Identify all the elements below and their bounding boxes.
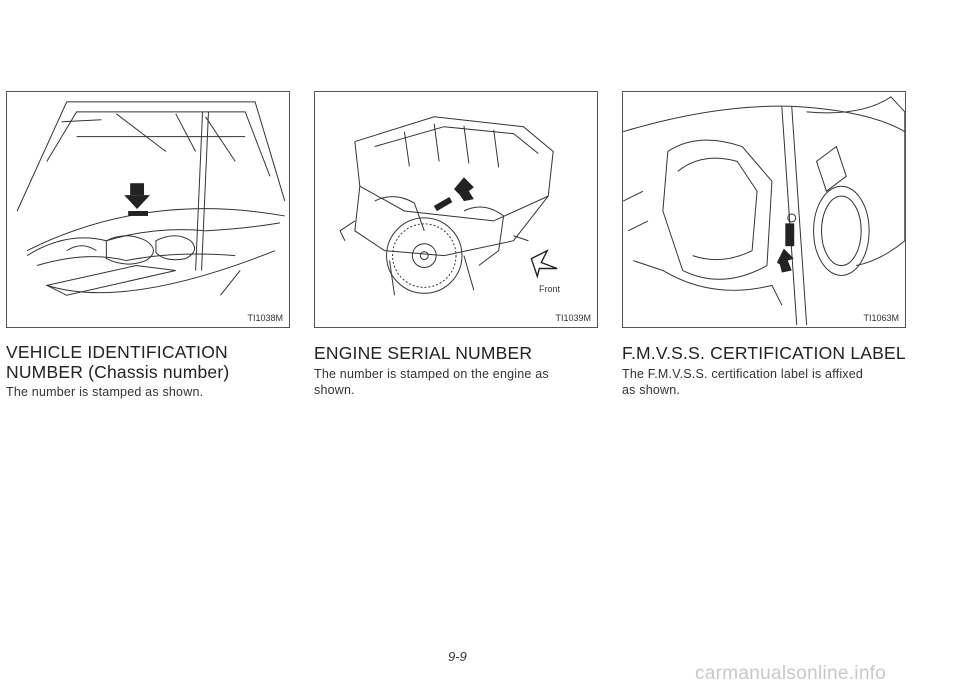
figure-vehicle-identification: TI1038M xyxy=(6,91,290,328)
figure-code: TI1063M xyxy=(863,313,899,323)
engine-illustration xyxy=(339,116,558,296)
front-label: Front xyxy=(539,284,561,294)
section-title-vehicle-identification: VEHICLE IDENTIFICATION xyxy=(6,342,228,362)
body-line: The F.M.V.S.S. certification label is af… xyxy=(622,367,864,381)
engine-bay-illustration xyxy=(16,101,286,296)
watermark: carmanualsonline.info xyxy=(695,663,887,684)
figure-code: TI1039M xyxy=(555,313,591,323)
section-body-certification-label: The F.M.V.S.S. certification label is af… xyxy=(622,366,922,398)
figure-engine-serial-number: Front TI1039M xyxy=(314,91,598,328)
section-title-vehicle-identification-line2: NUMBER (Chassis number) xyxy=(6,362,230,382)
section-title-engine-serial-number: ENGINE SERIAL NUMBER xyxy=(314,343,533,363)
figure-certification-label: TI1063M xyxy=(622,91,906,328)
body-line: shown. xyxy=(314,383,355,397)
section-title-certification-label: F.M.V.S.S. CERTIFICATION LABEL xyxy=(622,343,906,363)
section-body-vehicle-identification: The number is stamped as shown. xyxy=(6,385,204,399)
page-number: 9-9 xyxy=(448,649,467,664)
body-line: as shown. xyxy=(622,383,681,397)
figure-code: TI1038M xyxy=(247,313,283,323)
body-line: The number is stamped on the engine as xyxy=(314,367,549,381)
door-jamb-illustration xyxy=(623,96,905,326)
section-body-engine-serial-number: The number is stamped on the engine as s… xyxy=(314,366,604,398)
